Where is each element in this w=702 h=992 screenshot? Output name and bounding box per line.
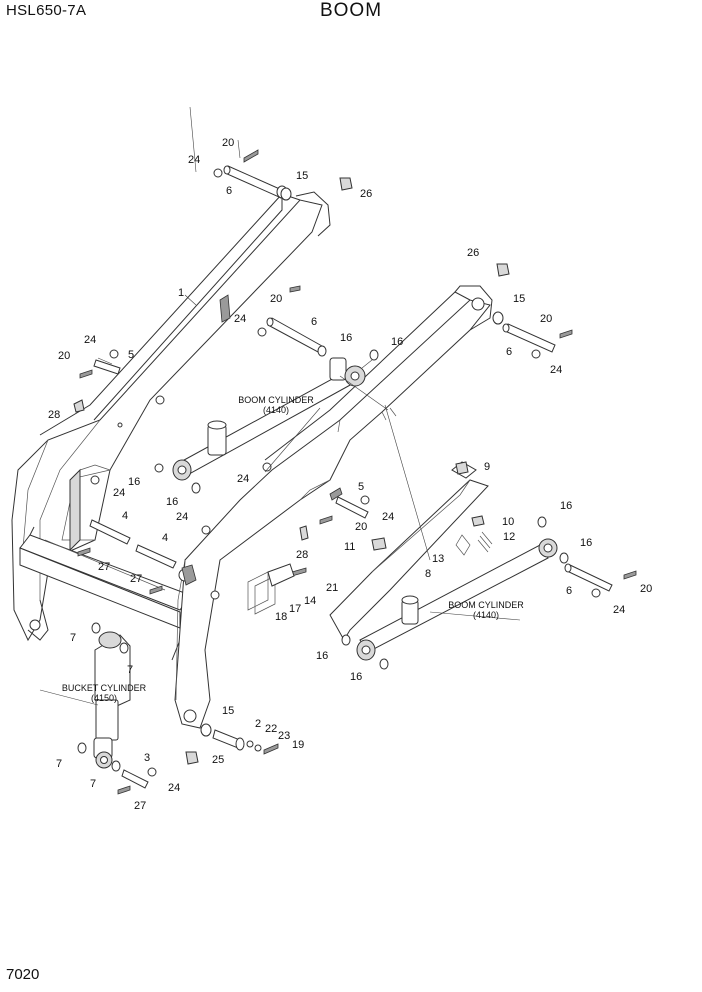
leader-lines — [39, 106, 521, 706]
callout: 24 — [613, 604, 625, 616]
boom-cylinder-left — [172, 357, 366, 481]
callout: 28 — [48, 409, 60, 421]
callout: 20 — [355, 521, 367, 533]
callout: 20 — [222, 137, 234, 149]
page-title: BOOM — [319, 0, 383, 21]
callout: 21 — [326, 582, 338, 594]
page-number: 7020 — [6, 966, 40, 983]
callout: 17 — [289, 603, 301, 615]
callout: 8 — [425, 568, 431, 580]
callout: 9 — [484, 461, 490, 473]
callout: 7 — [90, 778, 96, 790]
callout: 18 — [275, 611, 287, 623]
callout: 16 — [560, 500, 572, 512]
callout: 1 — [178, 287, 184, 299]
callout: 7 — [70, 632, 76, 644]
callout: 4 — [122, 510, 128, 522]
callout: 27 — [130, 573, 142, 585]
boom-cylinder-caption: BOOM CYLINDER — [238, 395, 314, 405]
cross-frame — [19, 526, 191, 661]
callout: 14 — [304, 595, 316, 607]
callout: 16 — [350, 671, 362, 683]
callout: 10 — [502, 516, 514, 528]
boom-cylinder-right — [356, 538, 558, 661]
callout: 4 — [162, 532, 168, 544]
callout: 20 — [540, 313, 552, 325]
callout: 15 — [222, 705, 234, 717]
callout: 5 — [358, 481, 364, 493]
boom-cylinder-caption: BOOM CYLINDER — [448, 600, 524, 610]
callout: 16 — [128, 476, 140, 488]
boom-cylinder-code: (4140) — [263, 405, 289, 415]
callout: 12 — [503, 531, 515, 543]
model-number: HSL650-7A — [6, 2, 87, 19]
callout: 15 — [513, 293, 525, 305]
callout: 16 — [580, 537, 592, 549]
callout: 22 — [265, 723, 277, 735]
callout: 6 — [311, 316, 317, 328]
callout: 28 — [296, 549, 308, 561]
callout: 2 — [255, 718, 261, 730]
boom-cylinder-code: (4140) — [473, 610, 499, 620]
callout: 3 — [144, 752, 150, 764]
callout: 23 — [278, 730, 290, 742]
callout: 24 — [234, 313, 246, 325]
callout: 16 — [316, 650, 328, 662]
callout: 27 — [98, 561, 110, 573]
callout: 20 — [58, 350, 70, 362]
callout: 24 — [176, 511, 188, 523]
callout: 6 — [566, 585, 572, 597]
callout: 20 — [270, 293, 282, 305]
captions: BOOM CYLINDER (4140) BOOM CYLINDER (4140… — [62, 395, 524, 703]
left-boom-arm — [11, 191, 331, 642]
callout: 5 — [128, 349, 134, 361]
callout: 6 — [506, 346, 512, 358]
callout: 16 — [166, 496, 178, 508]
callout: 7 — [56, 758, 62, 770]
callout: 24 — [382, 511, 394, 523]
callout: 11 — [344, 541, 355, 553]
callout: 24 — [84, 334, 96, 346]
callout: 26 — [467, 247, 479, 259]
callout: 24 — [237, 473, 249, 485]
callout: 20 — [640, 583, 652, 595]
bucket-cylinder-caption: BUCKET CYLINDER — [62, 683, 147, 693]
callout: 7 — [127, 664, 133, 676]
right-boom-arm — [174, 285, 493, 729]
callout: 16 — [391, 336, 403, 348]
callout: 16 — [340, 332, 352, 344]
callout: 24 — [188, 154, 200, 166]
callout: 27 — [134, 800, 146, 812]
callout-labels: 20 24 15 6 26 1 26 15 20 6 24 20 24 6 16… — [48, 137, 652, 812]
callout: 24 — [168, 782, 180, 794]
callout: 6 — [226, 185, 232, 197]
callout: 24 — [550, 364, 562, 376]
pins — [89, 165, 613, 789]
hardware — [73, 149, 637, 795]
callout: 24 — [113, 487, 125, 499]
bucket-cylinder — [93, 631, 131, 769]
bucket-cylinder-code: (4150) — [91, 693, 117, 703]
callout: 13 — [432, 553, 444, 565]
callout: 25 — [212, 754, 224, 766]
callout: 15 — [296, 170, 308, 182]
callout: 26 — [360, 188, 372, 200]
callout: 19 — [292, 739, 304, 751]
